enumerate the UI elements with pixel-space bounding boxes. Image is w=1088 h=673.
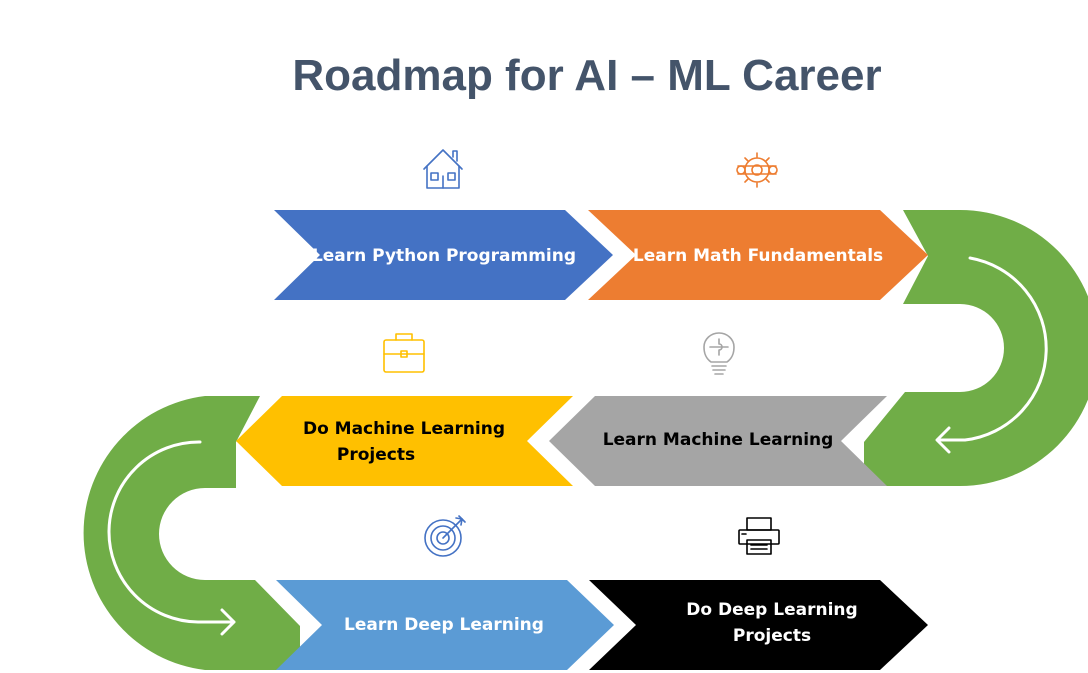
step-label-line: Learn Deep Learning bbox=[344, 615, 544, 635]
steps: Learn Python Programming Learn Math Fund… bbox=[236, 210, 928, 670]
step-learn-python: Learn Python Programming bbox=[274, 210, 613, 300]
house-icon bbox=[423, 149, 463, 189]
step-shape bbox=[274, 210, 613, 300]
step-label: Learn Machine Learning bbox=[603, 430, 834, 450]
step-learn-deep-learning: Learn Deep Learning bbox=[276, 580, 614, 670]
step-label: Learn Python Programming bbox=[312, 246, 576, 266]
step-label: Learn Math Fundamentals bbox=[633, 246, 883, 266]
step-shape bbox=[276, 580, 614, 670]
step-label-line: Projects bbox=[337, 445, 415, 465]
step-label-line: Learn Python Programming bbox=[312, 246, 576, 266]
page-title: Roadmap for AI – ML Career bbox=[292, 51, 881, 100]
briefcase-icon bbox=[383, 333, 425, 373]
step-label-line: Learn Machine Learning bbox=[603, 430, 834, 450]
step-label-line: Projects bbox=[733, 626, 811, 646]
step-shape bbox=[588, 210, 928, 300]
step-learn-math: Learn Math Fundamentals bbox=[588, 210, 928, 300]
right-u-turn-arrow bbox=[935, 256, 1048, 454]
step-shape bbox=[236, 396, 573, 486]
step-shape bbox=[549, 396, 887, 486]
lightbulb-puzzle-icon bbox=[703, 332, 735, 375]
step-label-line: Do Deep Learning bbox=[686, 600, 857, 620]
target-icon bbox=[424, 515, 466, 557]
gear-wrench-icon bbox=[736, 152, 778, 188]
step-shape bbox=[589, 580, 928, 670]
right-u-turn-connector bbox=[864, 210, 1088, 486]
step-learn-machine-learning: Learn Machine Learning bbox=[549, 396, 887, 486]
connectors bbox=[83, 210, 1088, 670]
icons bbox=[383, 149, 780, 557]
printer-icon bbox=[738, 517, 780, 555]
step-label-line: Learn Math Fundamentals bbox=[633, 246, 883, 266]
left-u-turn-arrow bbox=[107, 440, 236, 636]
step-label-line: Do Machine Learning bbox=[303, 419, 505, 439]
step-label: Learn Deep Learning bbox=[344, 615, 544, 635]
